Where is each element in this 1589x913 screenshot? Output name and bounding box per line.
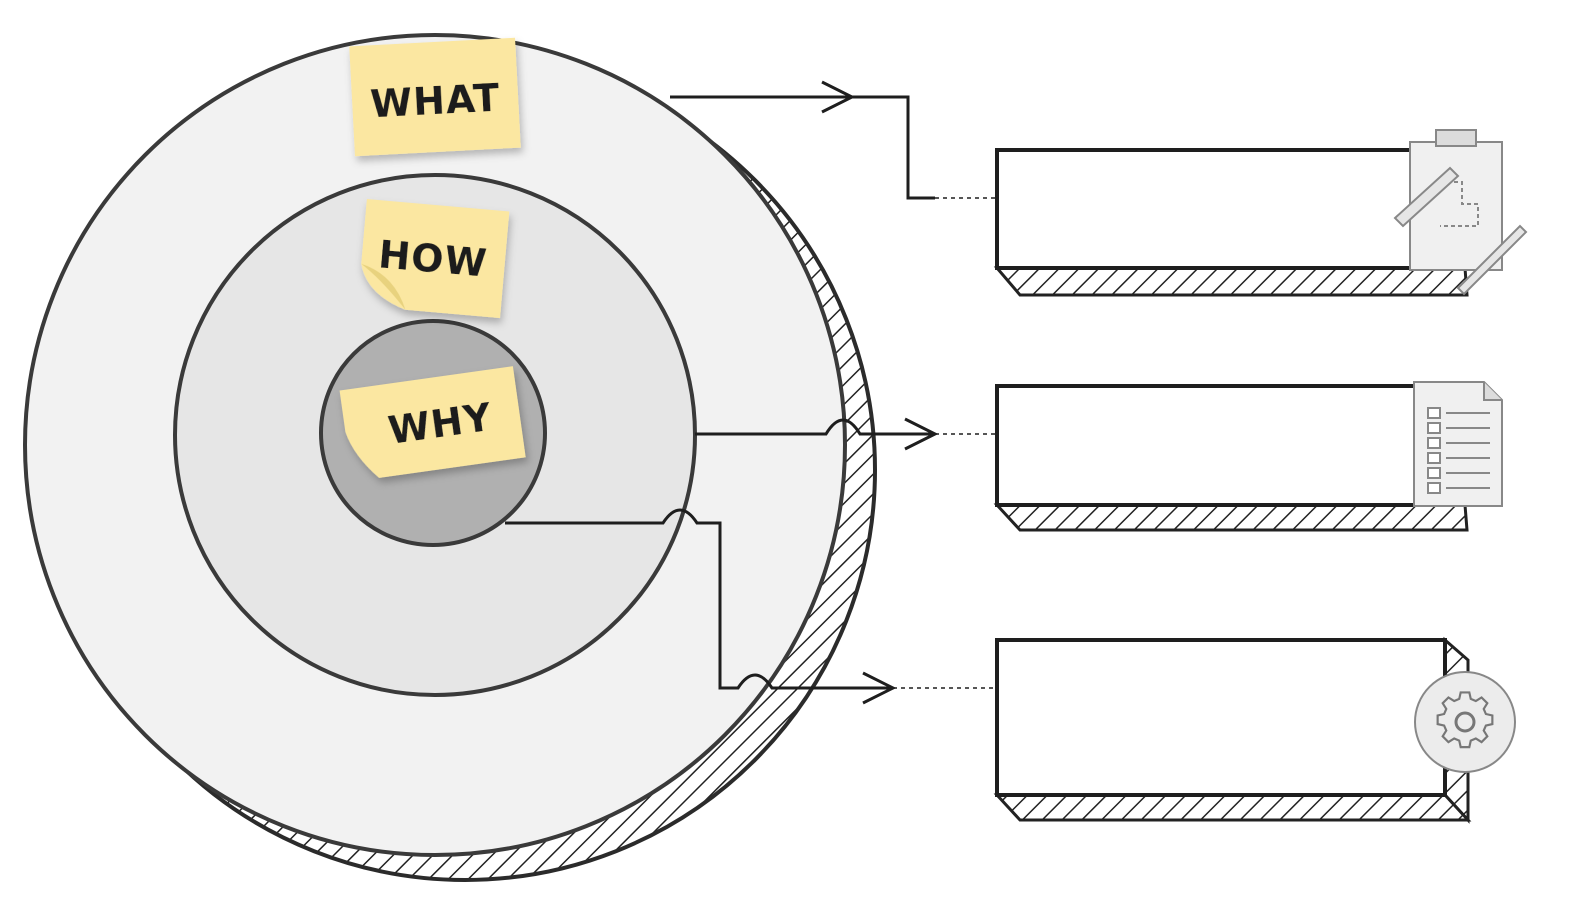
box-how [993, 381, 1503, 532]
document-checklist-icon [1413, 381, 1503, 507]
clipboard-blueprint-icon [1393, 129, 1528, 296]
sticky-note-why: WHY [339, 366, 526, 478]
gear-icon [1414, 671, 1516, 773]
connector-what [670, 95, 935, 200]
connector-why [505, 508, 893, 690]
arrow-what [821, 80, 856, 114]
sticky-note-what: WHAT [349, 37, 521, 157]
label-how: HOW [377, 232, 489, 285]
label-what: WHAT [369, 76, 501, 127]
box-how-shadow [993, 503, 1469, 532]
box-what [993, 129, 1528, 297]
connector-how [695, 418, 935, 436]
box-why-shadow [993, 793, 1472, 822]
box-why-face [995, 638, 1447, 797]
box-why [993, 636, 1516, 824]
connectors [505, 80, 995, 705]
box-what-shadow [993, 266, 1469, 297]
box-how-face [995, 384, 1469, 507]
sticky-note-how: HOW [361, 199, 510, 319]
box-what-face [995, 148, 1469, 270]
